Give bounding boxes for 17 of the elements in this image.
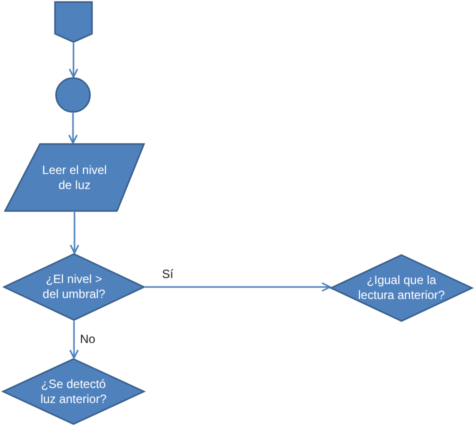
arrow — [145, 282, 331, 292]
arrow — [68, 43, 78, 78]
shape-text: ¿El nivel > del umbral? — [42, 272, 106, 302]
decision-diamond — [330, 254, 473, 322]
arrow — [70, 212, 80, 254]
shape-text: ¿Igual que la lectura anterior? — [357, 273, 446, 303]
shape-text: Leer el nivel de luz — [41, 162, 108, 192]
edge-label: Sí — [160, 267, 176, 281]
input-parallelogram — [4, 143, 145, 212]
off-page-connector — [54, 1, 93, 43]
decision-diamond — [3, 253, 145, 321]
connector-circle — [55, 77, 91, 113]
arrow — [69, 321, 79, 359]
shape-text: ¿Se detectó luz anterior? — [39, 376, 108, 406]
edge-label: No — [78, 332, 98, 346]
decision-diamond — [2, 358, 145, 425]
arrow — [68, 113, 78, 144]
